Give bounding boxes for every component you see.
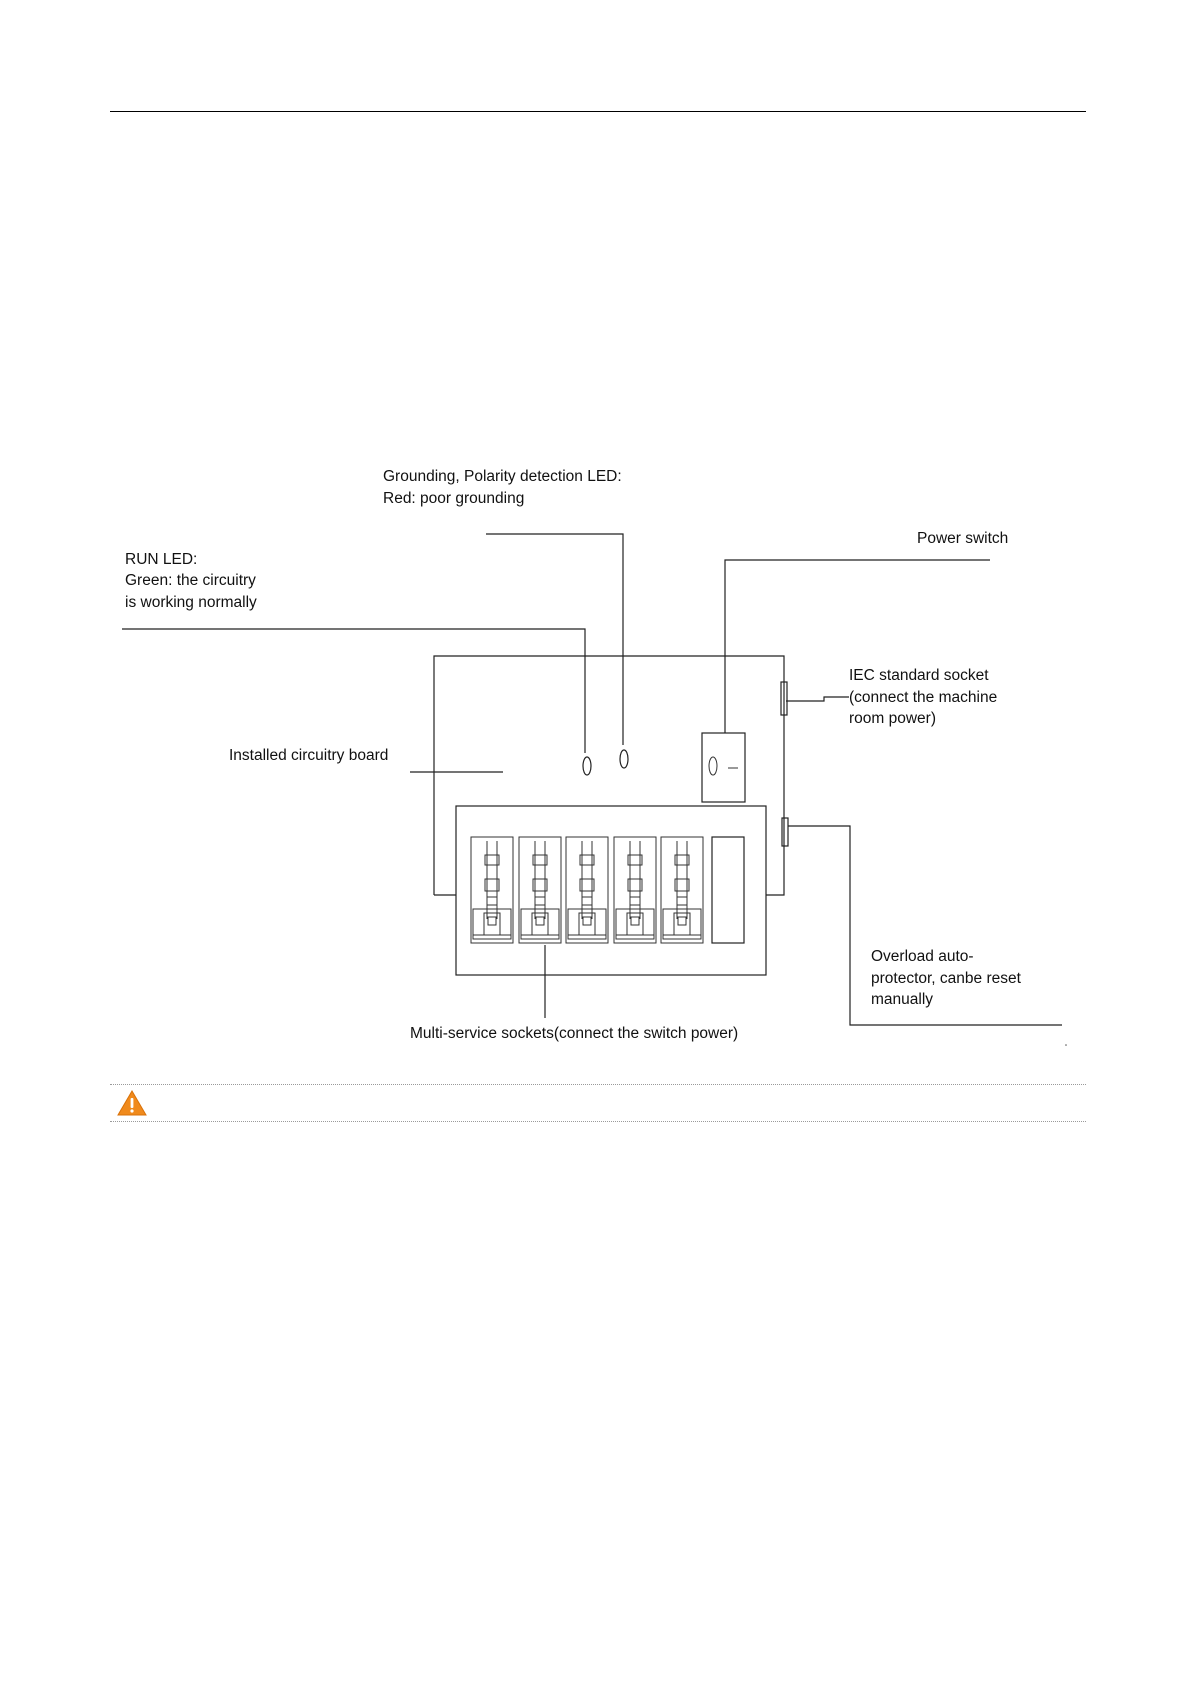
service-socket (519, 837, 561, 943)
run-led-label-line1: RUN LED: (125, 551, 197, 568)
run-led-leader-line (122, 629, 585, 753)
overload-protector-label: Overload auto- protector, canbe reset ma… (871, 948, 1022, 1008)
iec-label-line1: IEC standard socket (849, 667, 989, 684)
overload-protector (782, 818, 788, 846)
overload-label-line2: protector, canbe reset (871, 970, 1022, 987)
run-led-label-line2: Green: the circuitry (125, 572, 256, 589)
service-socket (614, 837, 656, 943)
service-socket (661, 837, 703, 943)
pdu-diagram: Grounding, Polarity detection LED: Red: … (0, 0, 1191, 1084)
grounding-label-line1: Grounding, Polarity detection LED: (383, 468, 622, 485)
iec-socket-label: IEC standard socket (connect the machine… (849, 667, 997, 727)
power-switch (702, 733, 745, 802)
iec-label-line2: (connect the machine (849, 689, 997, 706)
overload-label-line1: Overload auto- (871, 948, 974, 965)
socket-panel (456, 806, 766, 975)
grounding-leader-line (486, 534, 623, 745)
iec-label-line3: room power) (849, 710, 936, 727)
multi-service-sockets (471, 837, 703, 943)
run-led-indicator (583, 757, 591, 775)
grounding-led-indicator (620, 750, 628, 768)
run-led-label-line3: is working normally (125, 594, 257, 611)
service-socket (471, 837, 513, 943)
warning-triangle-icon (117, 1090, 147, 1116)
note-bar (110, 1084, 1086, 1122)
multi-service-label: Multi-service sockets(connect the switch… (410, 1025, 738, 1042)
blank-socket-slot (712, 837, 744, 943)
overload-label-line3: manually (871, 991, 933, 1008)
grounding-label-line2: Red: poor grounding (383, 490, 524, 507)
circuitry-board-label: Installed circuitry board (229, 747, 388, 764)
iec-leader-line (786, 697, 849, 701)
run-led-label: RUN LED: Green: the circuitry is working… (125, 551, 257, 611)
stray-dot (1065, 1044, 1067, 1046)
power-switch-label: Power switch (917, 530, 1008, 547)
service-socket (566, 837, 608, 943)
power-switch-leader-line (725, 560, 990, 733)
grounding-led-label: Grounding, Polarity detection LED: Red: … (383, 468, 622, 507)
